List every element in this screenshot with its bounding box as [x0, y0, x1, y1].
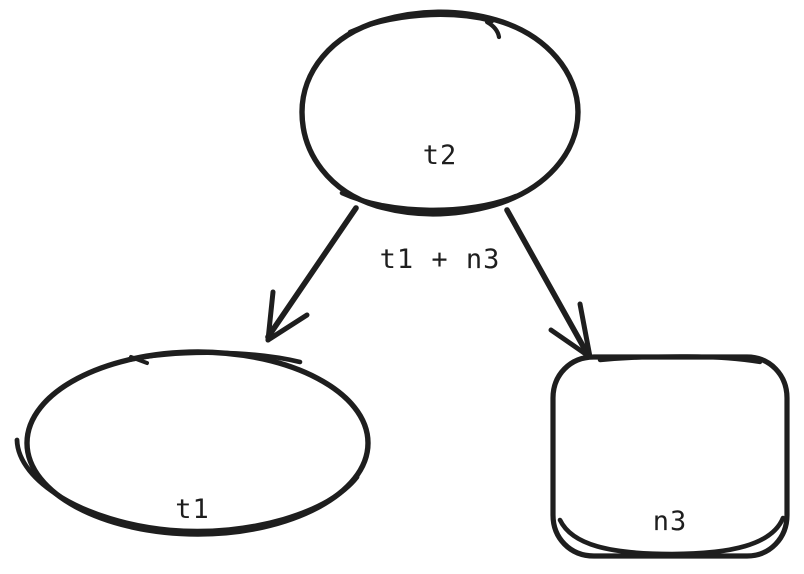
node-t2-label: t2 t1 + n3 — [302, 70, 578, 346]
edge-t2-to-t1[interactable] — [265, 205, 359, 343]
node-t2-shape[interactable] — [299, 9, 581, 217]
node-t1-shape[interactable] — [14, 349, 371, 537]
node-n3-label-line-1: n3 — [652, 506, 688, 538]
node-t2-label-line-1: t2 — [422, 140, 458, 172]
node-t1-label: t1 — [17, 424, 368, 574]
edge-t2-to-n3[interactable] — [504, 207, 593, 360]
node-t1-label-line-1: t1 — [175, 494, 210, 526]
node-t2-label-line-2: t1 + n3 — [379, 243, 501, 275]
node-n3-shape[interactable] — [550, 354, 790, 559]
node-n3-label: n3 — [553, 436, 787, 574]
